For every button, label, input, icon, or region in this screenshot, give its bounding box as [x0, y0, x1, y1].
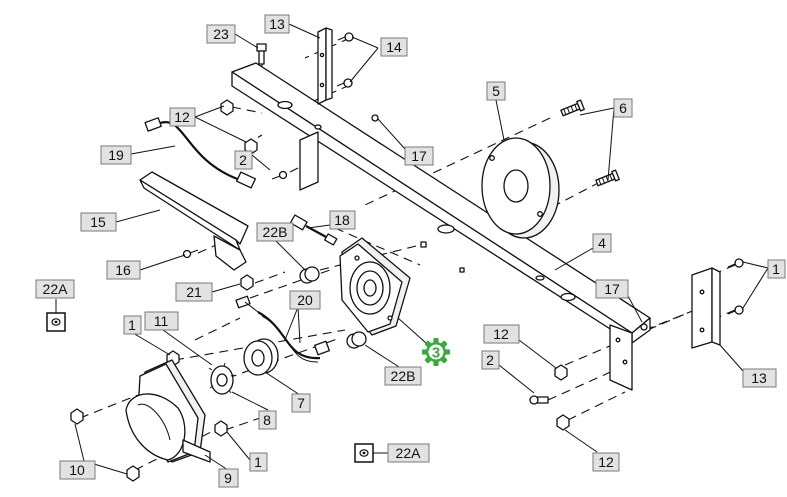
callout-1-right-label: 1 — [772, 261, 780, 277]
washer-22a-left — [46, 312, 66, 332]
locking-collar-7 — [243, 338, 279, 376]
callout-11-label: 11 — [154, 313, 169, 329]
callout-5-label: 5 — [492, 83, 500, 99]
callout-22a-left: 22A — [35, 279, 75, 299]
callout-19: 19 — [100, 145, 132, 165]
callout-10: 10 — [59, 460, 96, 480]
callout-1-bottom: 1 — [249, 452, 268, 472]
callout-9: 9 — [218, 468, 239, 488]
callout-12-bottom-label: 12 — [598, 454, 614, 470]
callout-23-label: 23 — [213, 26, 229, 42]
callout-13-top-label: 13 — [269, 16, 285, 32]
callout-2-right-label: 2 — [486, 352, 494, 368]
callout-15-label: 15 — [90, 214, 106, 230]
callout-2-left-label: 2 — [239, 152, 247, 168]
callout-21-label: 21 — [186, 284, 202, 300]
spacers-22b — [299, 266, 367, 349]
callout-12-left: 12 — [169, 107, 196, 127]
callout-6: 6 — [613, 98, 633, 118]
shield-plate-15 — [139, 171, 249, 271]
callout-6-label: 6 — [619, 100, 627, 116]
callout-13-right-label: 13 — [751, 370, 767, 386]
callout-16: 16 — [106, 260, 141, 280]
callout-22b-upper: 22B — [256, 222, 294, 242]
screw-set-6 — [560, 99, 620, 187]
callout-15: 15 — [80, 212, 117, 232]
callout-16-label: 16 — [115, 262, 131, 278]
callout-7-label: 7 — [297, 395, 305, 411]
callout-17-top: 17 — [404, 146, 434, 166]
callout-20: 20 — [289, 290, 321, 310]
callout-14-label: 14 — [386, 39, 402, 55]
angle-bracket-top — [317, 27, 333, 105]
callout-14: 14 — [380, 37, 408, 57]
angle-bracket-right — [691, 267, 721, 349]
callout-4-label: 4 — [598, 235, 606, 251]
hex-nuts — [70, 99, 648, 482]
wire-harness-19 — [144, 117, 257, 189]
sprocket-8 — [208, 362, 235, 395]
callout-8-label: 8 — [263, 412, 271, 428]
main-frame-bar — [231, 62, 651, 391]
callout-13-top: 13 — [264, 14, 290, 34]
callout-7: 7 — [291, 393, 311, 413]
callout-22a-bottom: 22A — [387, 443, 430, 463]
callout-22a-left-label: 22A — [43, 281, 69, 297]
callout-12-mid: 12 — [483, 324, 520, 344]
callout-10-label: 10 — [69, 462, 85, 478]
gear-badge-icon[interactable]: 3 — [422, 338, 450, 366]
callout-18: 18 — [329, 210, 356, 230]
callout-21: 21 — [175, 282, 213, 302]
callout-17-right-label: 17 — [604, 281, 620, 297]
callout-17-right: 17 — [595, 279, 629, 299]
callout-5: 5 — [486, 81, 506, 101]
callout-9-label: 9 — [224, 470, 232, 486]
washer-22a-bottom — [354, 443, 374, 463]
sensor-cable-20 — [235, 295, 330, 363]
callout-13-right: 13 — [742, 368, 777, 388]
bearing-housing-3 — [339, 237, 411, 336]
callout-4: 4 — [592, 233, 612, 253]
callout-2-right: 2 — [481, 350, 500, 370]
callout-18-label: 18 — [334, 212, 350, 228]
leader-lines — [55, 23, 769, 475]
callout-19-label: 19 — [108, 147, 124, 163]
callout-11: 11 — [144, 311, 179, 331]
callout-20-label: 20 — [297, 292, 313, 308]
callout-1-bottom-label: 1 — [254, 454, 262, 470]
callout-3-label: 3 — [432, 345, 440, 362]
callout-12-mid-label: 12 — [493, 326, 509, 342]
callout-1-left-label: 1 — [128, 317, 136, 333]
callout-2-left: 2 — [234, 150, 253, 170]
disc-plate — [481, 137, 560, 239]
callout-12-left-label: 12 — [174, 109, 190, 125]
callout-17-top-label: 17 — [411, 148, 427, 164]
callout-22b-upper-label: 22B — [263, 224, 288, 240]
callout-8: 8 — [258, 410, 277, 430]
callout-22b-lower: 22B — [384, 366, 422, 386]
callout-22b-lower-label: 22B — [391, 368, 416, 384]
callout-12-bottom: 12 — [592, 452, 620, 472]
motor-housing-9 — [125, 359, 211, 463]
callout-1-right: 1 — [767, 259, 786, 279]
callout-1-left: 1 — [123, 315, 142, 335]
callout-23: 23 — [206, 24, 236, 44]
callout-22a-bottom-label: 22A — [396, 445, 422, 461]
